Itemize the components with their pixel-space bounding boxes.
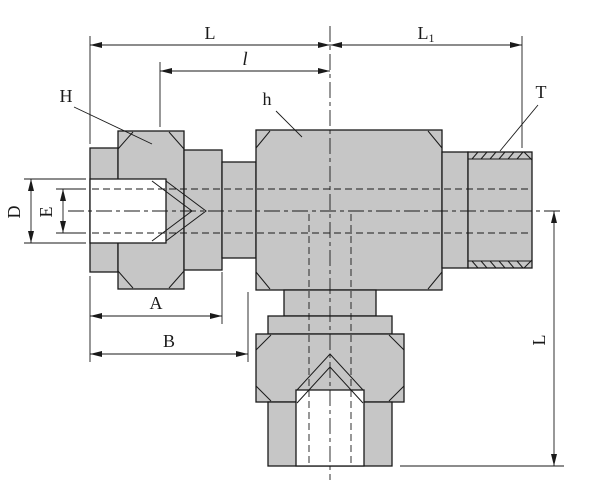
label-L1: L1 xyxy=(418,23,435,45)
callout-h: h xyxy=(263,89,303,138)
label-h: h xyxy=(263,89,272,109)
leader-line xyxy=(73,106,153,145)
label-A: A xyxy=(150,293,163,313)
body-shoulder xyxy=(441,151,469,269)
dim-E: E xyxy=(36,188,86,234)
leader-line xyxy=(499,104,539,152)
leader-line xyxy=(275,110,303,138)
body-neck xyxy=(221,161,257,259)
branch-chamfer-edges xyxy=(255,334,405,402)
centerlines xyxy=(68,26,564,480)
label-D: D xyxy=(4,206,24,219)
ferrule-front-left xyxy=(165,180,207,242)
label-L-top: L xyxy=(205,23,216,43)
dim-D: D xyxy=(4,178,86,244)
thread-crest-lines xyxy=(468,151,533,269)
dim-A: A xyxy=(89,272,223,362)
bore-lines xyxy=(92,188,530,464)
label-H: H xyxy=(60,86,73,106)
dim-L-right: L xyxy=(400,211,564,467)
dim-B: B xyxy=(90,292,249,362)
body-chamfer-edges xyxy=(255,130,443,290)
male-thread-section xyxy=(467,151,533,269)
dim-L1-top: L1 xyxy=(330,23,523,148)
nut-chamfer-edges xyxy=(117,131,185,289)
dim-L-top: L xyxy=(89,23,330,144)
body-shape xyxy=(221,129,533,291)
label-l: l xyxy=(242,49,247,70)
label-T: T xyxy=(536,82,547,102)
thread-ticks xyxy=(471,151,524,269)
ext-lines xyxy=(89,272,223,362)
callout-T: T xyxy=(499,82,547,152)
label-L-right: L xyxy=(529,335,549,346)
nut-engagement-collar xyxy=(183,149,223,271)
label-B: B xyxy=(163,331,175,351)
callout-H: H xyxy=(60,86,153,145)
left-nut-shape xyxy=(89,130,223,290)
ext-lines xyxy=(24,178,86,244)
body-hex-section xyxy=(255,129,443,291)
label-E: E xyxy=(36,207,56,218)
dim-l-mid: l xyxy=(159,49,330,127)
